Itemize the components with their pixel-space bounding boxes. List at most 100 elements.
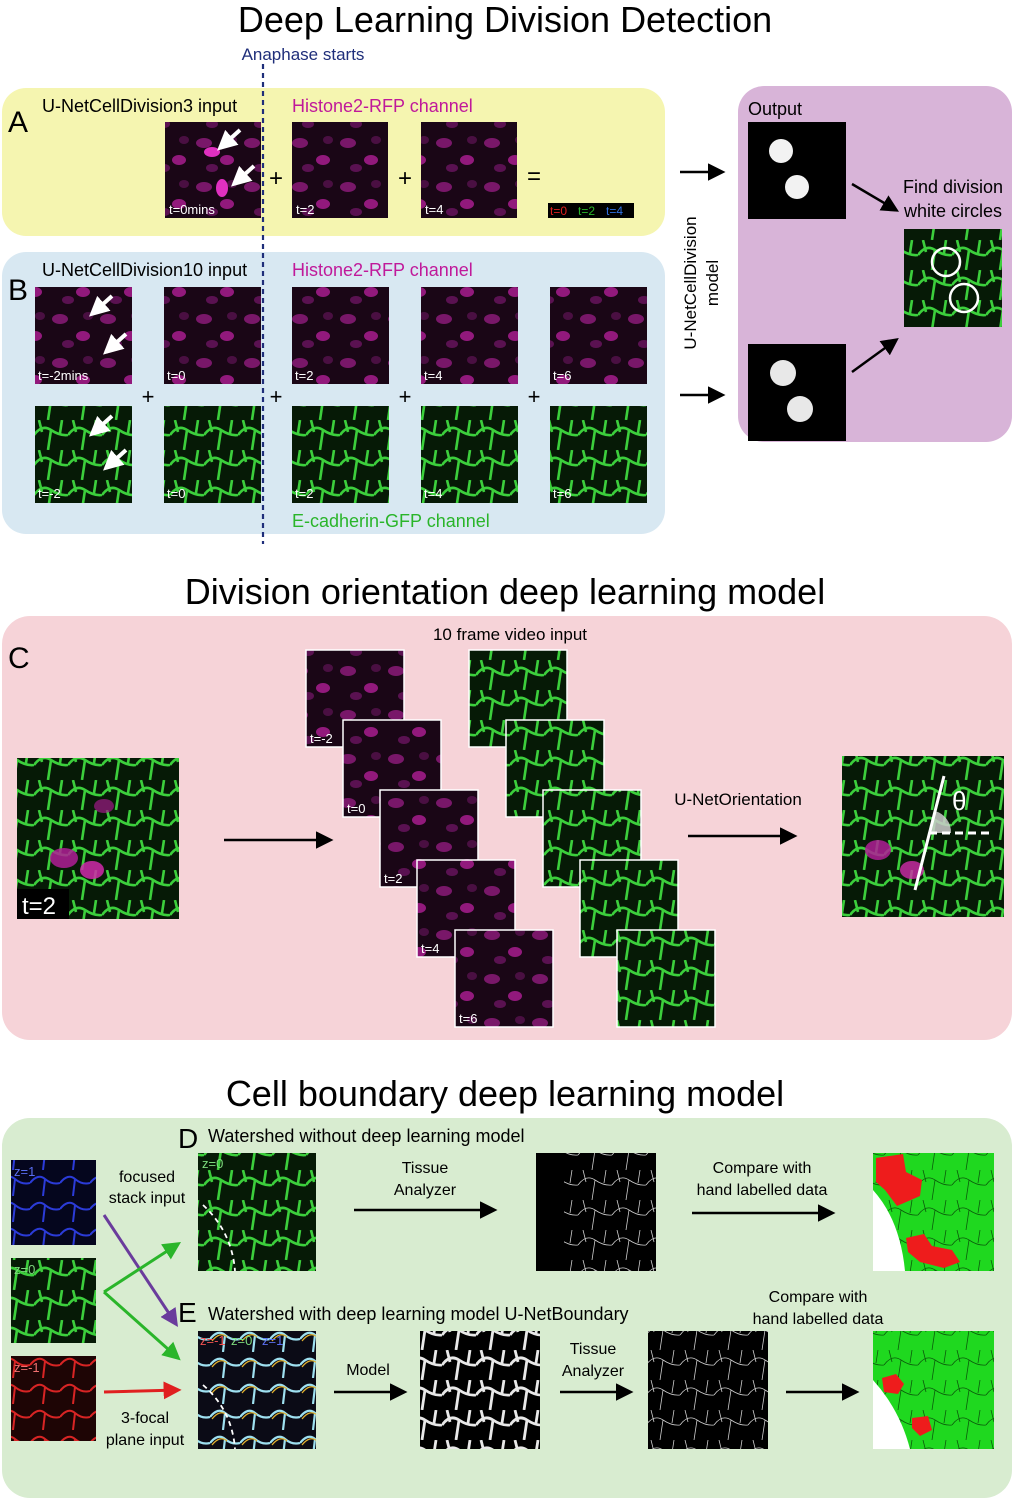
plus-sign: + bbox=[528, 384, 541, 409]
z-label: z=1 bbox=[14, 1164, 35, 1179]
panel-e-title: Watershed with deep learning model U-Net… bbox=[208, 1304, 629, 1324]
panel-c-input-label: t=2 bbox=[22, 893, 56, 920]
panel-d-input-image bbox=[198, 1153, 316, 1271]
output-label: Output bbox=[748, 99, 802, 119]
panel-b-green-frame bbox=[550, 406, 647, 503]
panel-a-dividing-cell-top bbox=[204, 147, 220, 157]
tissue-analyzer-label-1: Tissue bbox=[402, 1160, 449, 1177]
compare-label-1: Compare with bbox=[713, 1160, 812, 1177]
anaphase-label: Anaphase starts bbox=[242, 45, 365, 64]
panel-a-channel-label: Histone2-RFP channel bbox=[292, 96, 473, 116]
composite-label-t2: t=2 bbox=[578, 204, 595, 218]
section1-title: Deep Learning Division Detection bbox=[238, 0, 772, 40]
stack-frame-label: t=-2 bbox=[310, 731, 333, 746]
z-label: z=-1 bbox=[14, 1360, 40, 1375]
z-stack-green bbox=[11, 1258, 96, 1343]
section3-title: Cell boundary deep learning model bbox=[226, 1073, 784, 1114]
division-circle bbox=[948, 282, 980, 314]
panel-b-magenta-frame bbox=[550, 287, 647, 384]
panel-a-frame-3 bbox=[421, 122, 517, 218]
tissue-edge-line bbox=[202, 1384, 236, 1450]
output-blob bbox=[787, 396, 813, 422]
composite-z-label: z=-1 bbox=[200, 1333, 226, 1348]
stack-frame-label: t=4 bbox=[421, 941, 439, 956]
find-division-label-1: Find division bbox=[903, 177, 1003, 197]
plus-sign: + bbox=[142, 384, 155, 409]
panel-b-magenta-label: t=6 bbox=[553, 368, 571, 383]
panel-b-green-label: t=0 bbox=[167, 486, 185, 501]
stack-frame-label: t=0 bbox=[347, 801, 365, 816]
panel-d-z0-label: z=0 bbox=[202, 1156, 223, 1171]
panel-c-nucleus bbox=[50, 848, 78, 868]
arrow-icon bbox=[217, 128, 242, 151]
panel-b-magenta-label: t=4 bbox=[424, 368, 442, 383]
panel-c-video-label: 10 frame video input bbox=[433, 625, 587, 644]
output-blob bbox=[785, 175, 809, 199]
model-label-line2: model bbox=[703, 260, 722, 306]
panel-b-green-label: t=4 bbox=[424, 486, 442, 501]
output-image-top bbox=[748, 122, 846, 219]
theta-label: θ bbox=[952, 786, 966, 816]
panel-a-frame-1-label: t=0mins bbox=[169, 202, 215, 217]
panel-b-magenta-row bbox=[35, 287, 647, 384]
panel-c-green-stack bbox=[468, 649, 716, 1028]
panel-a-frame-3-label: t=4 bbox=[425, 202, 443, 217]
panel-a-frame-2-label: t=2 bbox=[296, 202, 314, 217]
tissue-analyzer-label-2: Analyzer bbox=[394, 1182, 457, 1199]
stack-frame bbox=[616, 929, 716, 1028]
panel-a-input-label: U-NetCellDivision3 input bbox=[42, 96, 237, 116]
stack-frame-label: t=6 bbox=[459, 1011, 477, 1026]
arrow-icon bbox=[851, 182, 900, 212]
orientation-model-label: U-NetOrientation bbox=[674, 790, 802, 809]
panel-d-letter: D bbox=[178, 1123, 198, 1154]
plus-sign: + bbox=[399, 384, 412, 409]
panel-e-boundary-prediction bbox=[420, 1331, 540, 1449]
segmentation-empty-region bbox=[536, 1153, 564, 1271]
composite-label-t0: t=0 bbox=[550, 204, 567, 218]
panel-a-dividing-cell-bottom bbox=[216, 179, 228, 197]
arrow-icon bbox=[103, 1381, 182, 1400]
panel-e-letter: E bbox=[178, 1297, 197, 1328]
division-circle bbox=[930, 246, 962, 278]
plane-label-2: plane input bbox=[106, 1432, 185, 1449]
plus-sign: + bbox=[398, 165, 412, 192]
arrow-icon bbox=[103, 1290, 181, 1361]
tissue-analyzer-label-1: Tissue bbox=[570, 1341, 617, 1358]
composite-z-label: z=0 bbox=[231, 1333, 252, 1348]
panel-b-input-label: U-NetCellDivision10 input bbox=[42, 260, 247, 280]
panel-c-nucleus bbox=[80, 861, 104, 879]
panel-c-output-image bbox=[842, 756, 1004, 917]
panel-c-nucleus bbox=[865, 840, 891, 860]
panel-b-magenta-label: t=2 bbox=[295, 368, 313, 383]
panel-a-letter: A bbox=[8, 106, 28, 139]
stack-label-2: stack input bbox=[109, 1190, 186, 1207]
error-region bbox=[912, 1416, 932, 1436]
panel-e-input-image bbox=[198, 1331, 316, 1449]
arrow-icon bbox=[103, 1242, 182, 1294]
arrow-icon bbox=[89, 414, 114, 437]
comparison-background bbox=[873, 1380, 910, 1449]
stack-frame-label: t=2 bbox=[384, 871, 402, 886]
error-region bbox=[906, 1234, 960, 1268]
panel-b-magenta-frame bbox=[164, 287, 261, 384]
panel-b-green-frame bbox=[421, 406, 518, 503]
composite-z-label: z=1 bbox=[262, 1333, 283, 1348]
plus-sign: + bbox=[269, 165, 283, 192]
equals-sign: = bbox=[527, 163, 541, 190]
panel-b-letter: B bbox=[8, 274, 28, 307]
z-stack-red bbox=[11, 1356, 96, 1441]
panel-b-magenta-label: t=-2mins bbox=[38, 368, 89, 383]
panel-c-background bbox=[2, 616, 1012, 1040]
panel-b-green-row bbox=[35, 406, 647, 503]
panel-c-magenta-stack bbox=[305, 649, 554, 1028]
compare-label-2: hand labelled data bbox=[697, 1182, 828, 1199]
error-region bbox=[876, 1154, 922, 1206]
plus-sign: + bbox=[270, 384, 283, 409]
panel-e-segmentation bbox=[648, 1331, 768, 1449]
stack-frame bbox=[454, 929, 554, 1028]
error-region bbox=[882, 1374, 904, 1394]
arrow-icon bbox=[103, 448, 128, 471]
comparison-background bbox=[873, 1190, 905, 1271]
model-label-line1: U-NetCellDivision bbox=[681, 216, 700, 349]
